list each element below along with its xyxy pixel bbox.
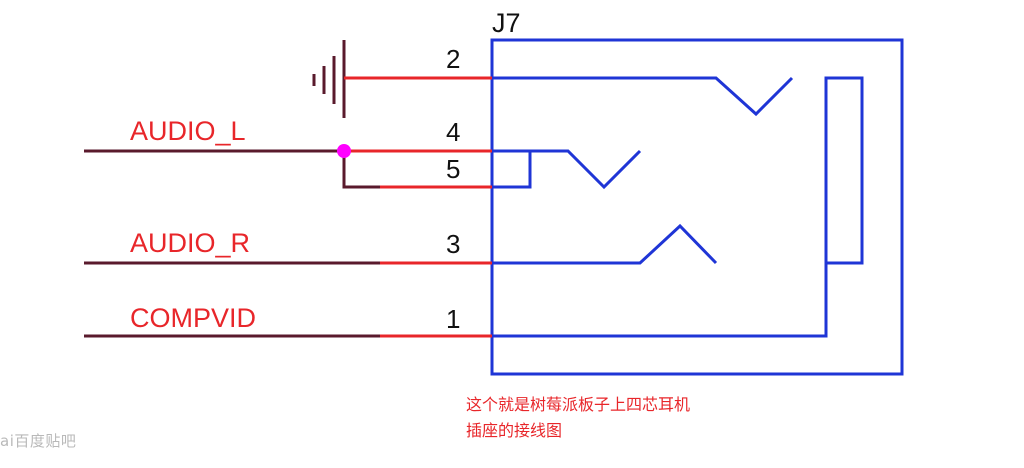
- pin-number-1: 1: [446, 304, 460, 334]
- wire-pin-5-loop: [342, 151, 492, 189]
- contact-pin-1: [492, 76, 864, 338]
- pin-number-5: 5: [446, 154, 460, 184]
- contact-pin-4-5: [492, 149, 532, 189]
- jack-internal-contacts: [492, 76, 864, 338]
- pin-number-4: 4: [446, 117, 460, 147]
- caption-note: 这个就是树莓派板子上四芯耳机 插座的接线图: [466, 392, 826, 444]
- pin-number-2: 2: [446, 44, 460, 74]
- net-label-compvid: COMPVID: [130, 303, 256, 333]
- component-ref-label: J7: [492, 8, 521, 38]
- pin-number-3: 3: [446, 229, 460, 259]
- net-label-audio-r: AUDIO_R: [130, 228, 250, 258]
- contact-pin-3: [492, 223, 718, 265]
- watermark-logo: ai百度贴吧: [0, 432, 77, 450]
- contact-pin-2: [492, 76, 794, 117]
- j7-body-outline: [490, 38, 904, 376]
- contact-pin-4-spring: [530, 149, 642, 190]
- ground-symbol-icon: [312, 40, 346, 118]
- junction-dot-icon: [337, 144, 351, 158]
- caption-line-2: 插座的接线图: [466, 421, 563, 440]
- caption-line-1: 这个就是树莓派板子上四芯耳机: [466, 395, 691, 414]
- net-label-audio-l: AUDIO_L: [130, 116, 246, 146]
